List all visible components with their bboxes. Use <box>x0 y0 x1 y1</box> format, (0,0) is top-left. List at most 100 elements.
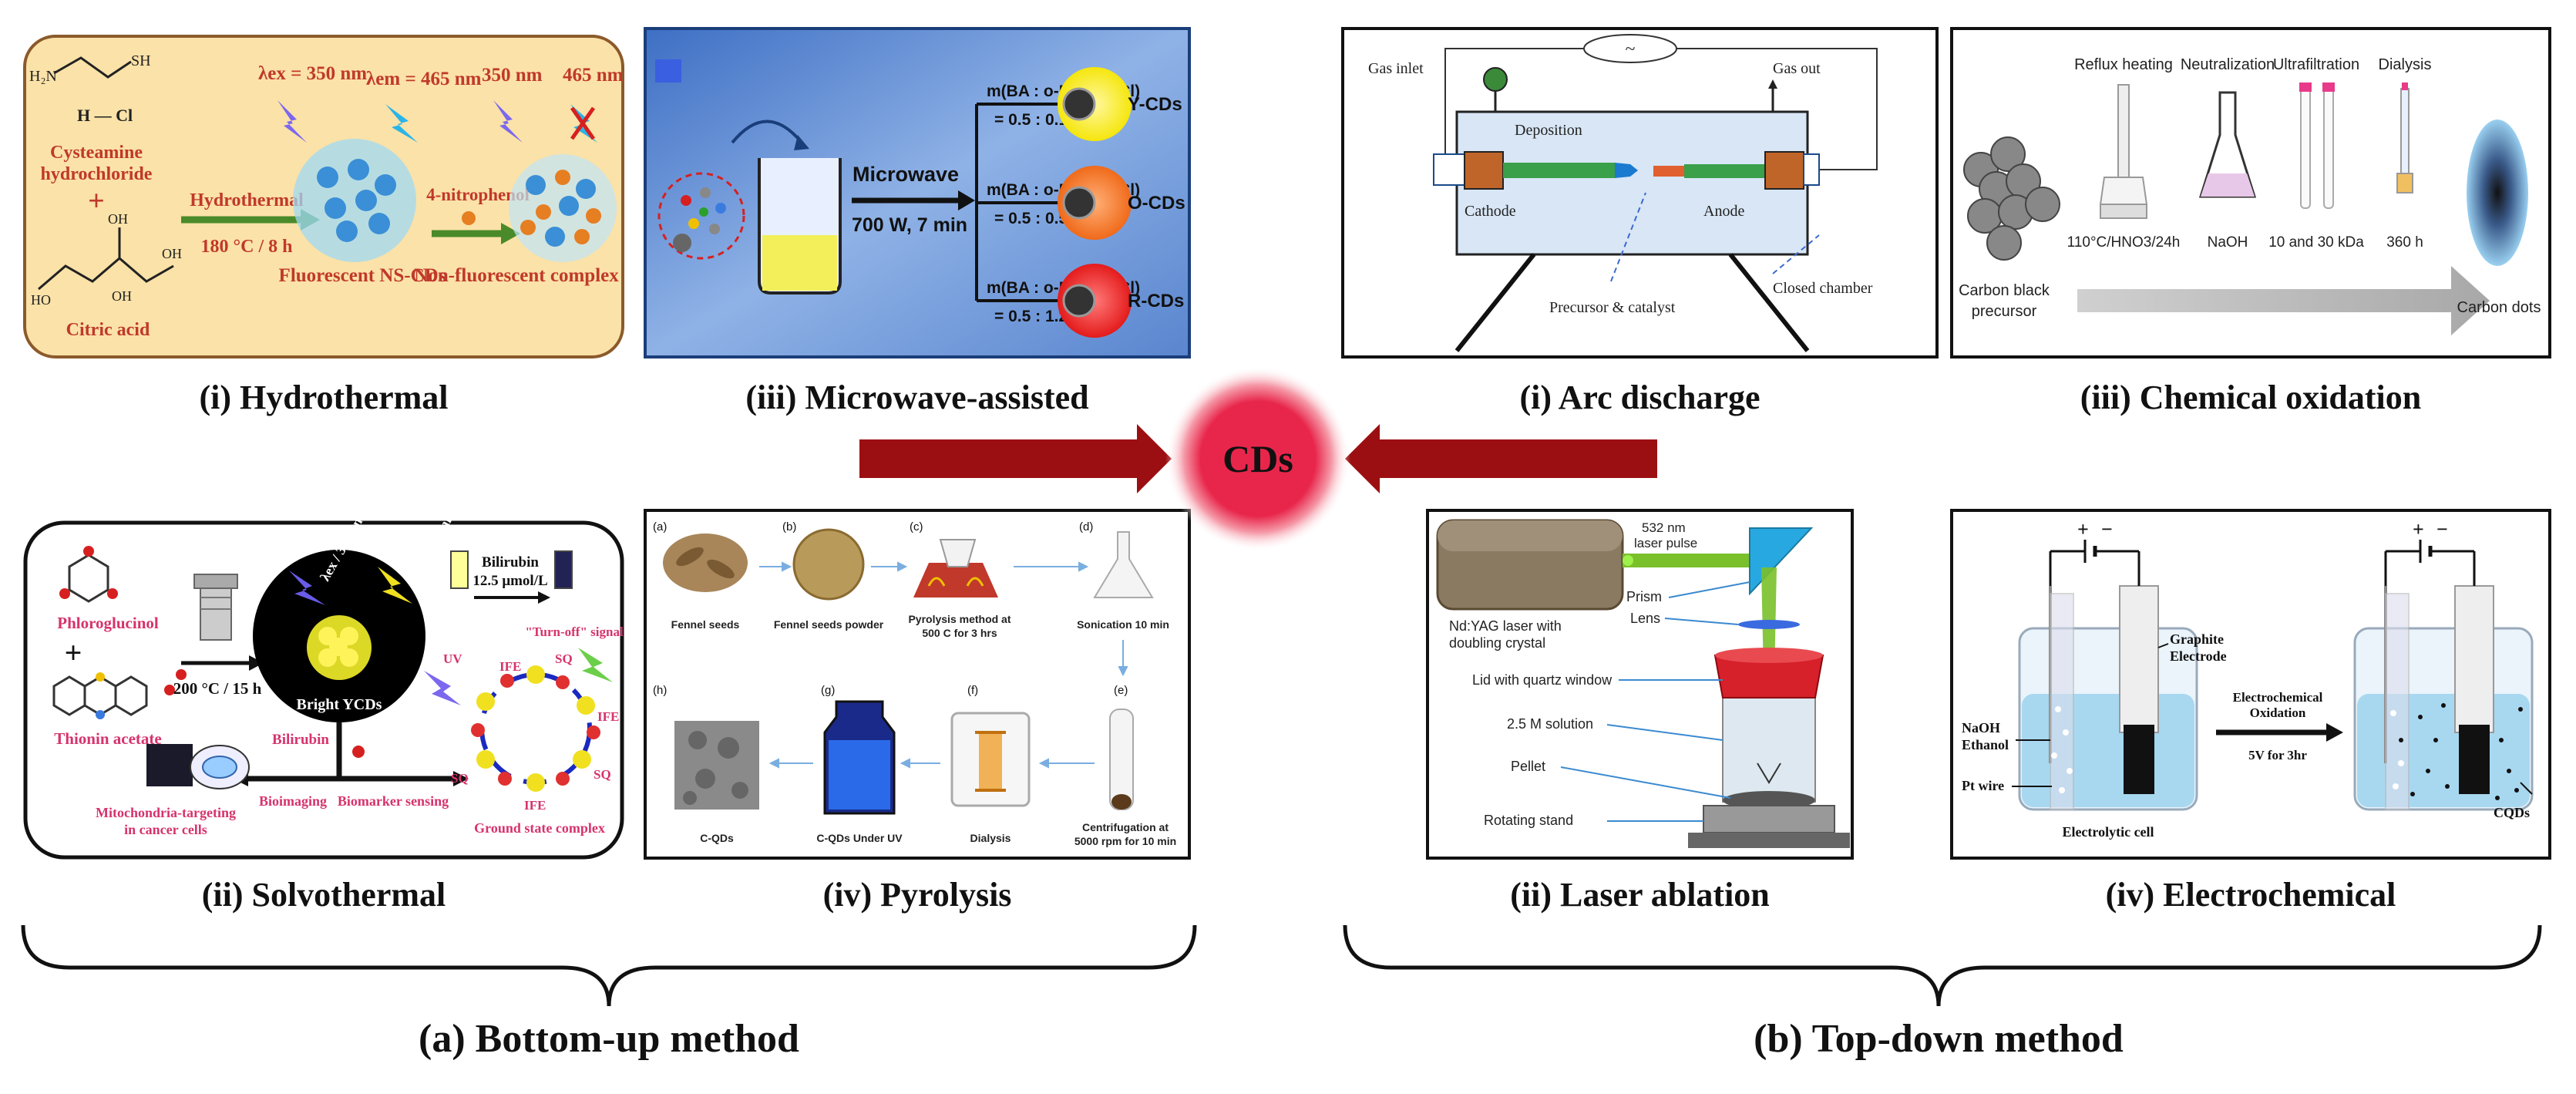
pyrolysis-image <box>913 539 998 597</box>
anode-label: Anode <box>1703 203 1744 220</box>
cqds-label: CQDs <box>2494 805 2530 820</box>
ex2-label: 350 nm <box>482 65 543 86</box>
closed-chamber <box>1455 110 1809 256</box>
dialysis-tube <box>2396 82 2413 194</box>
chemox-panel: Carbon black precursor Reflux heating Ne… <box>1950 27 2551 358</box>
complex-cluster <box>520 170 601 247</box>
neutral-condition: NaOH <box>2208 234 2248 251</box>
solvothermal-caption: (ii) Solvothermal <box>201 876 446 914</box>
chamber-pointer <box>1772 234 1820 274</box>
step-label-2: Oxidation <box>2250 705 2306 720</box>
minus-terminal: − <box>2101 518 2113 540</box>
ultra-condition: 10 and 30 kDa <box>2268 234 2364 251</box>
solution-pointer <box>1606 724 1723 741</box>
pyrolysis-diagram: (a) (b) (c) (d) Fennel seeds Fennel seed… <box>644 509 1191 860</box>
cds-center-label: CDs <box>1222 437 1293 480</box>
pulse-label-1: 532 nm <box>1642 520 1686 535</box>
prism-label: Prism <box>1626 589 1662 604</box>
row2-arrows <box>768 758 1095 769</box>
o-cds-label: O-CDs <box>1128 193 1185 214</box>
pulse-label-2: laser pulse <box>1634 536 1697 550</box>
ultrafiltration-tubes <box>2299 82 2335 209</box>
step-f-tag: (f) <box>967 684 978 697</box>
phloroglucinol-structure <box>68 554 109 603</box>
fennel-powder-image <box>792 528 865 601</box>
hcl-label: H — Cl <box>77 106 133 125</box>
stand-left-leg <box>1454 253 1536 352</box>
reflux-label: Reflux heating <box>2074 56 2173 73</box>
cell-image <box>146 744 193 786</box>
electro-panel: + − Graphite Electrode NaOH Ethanol Pt w… <box>1950 509 2551 860</box>
cysteamine-label: Cysteamine <box>50 143 143 163</box>
ife-label-3: IFE <box>524 798 546 813</box>
step-c-label-1: Pyrolysis method at <box>908 613 1011 625</box>
bilirubin2-label: Bilirubin <box>272 732 329 748</box>
ac-symbol: ~ <box>1626 39 1636 59</box>
turnoff-label: "Turn-off" signal <box>525 624 624 639</box>
stand-label: Rotating stand <box>1484 813 1573 828</box>
step-g-tag: (g) <box>821 684 835 697</box>
corner-square <box>655 59 681 82</box>
ycds-label: Bright YCDs <box>297 696 382 713</box>
laser-diagram: Nd:YAG laser with doubling crystal 532 n… <box>1426 509 1854 860</box>
svg-text:OH: OH <box>162 246 182 261</box>
step-label-3: 5V for 3hr <box>2248 748 2307 762</box>
r-cds-label: R-CDs <box>1128 291 1184 311</box>
left-cell <box>2018 585 2198 811</box>
gas-out-label: Gas out <box>1773 60 1821 77</box>
step-label-1: Electrochemical <box>2233 690 2323 705</box>
graphite-label-1: Graphite <box>2170 631 2224 647</box>
step-c-tag: (c) <box>910 520 923 534</box>
uv-bolt <box>424 671 461 705</box>
top-down-caption: (b) Top-down method <box>1754 1017 2124 1061</box>
step-e-tag: (e) <box>1114 684 1128 697</box>
mito-label-1: Mitochondria-targeting <box>96 805 236 820</box>
em2-label: 465 nm <box>563 65 624 86</box>
ife-label-1: IFE <box>499 659 521 674</box>
ife-label-2: IFE <box>597 709 619 724</box>
complex-label: Non-fluorescent complex <box>414 265 619 286</box>
chemox-diagram: Carbon black precursor Reflux heating Ne… <box>1950 27 2551 358</box>
microwave-power: 700 W, 7 min <box>852 214 967 236</box>
precursor-pointer <box>1610 192 1646 282</box>
turnoff-bolt <box>578 648 613 682</box>
citric-acid-label: Citric acid <box>66 320 150 340</box>
electro-caption: (iv) Electrochemical <box>2105 876 2396 914</box>
sonication-flask <box>1093 531 1154 598</box>
solution-label: 2.5 M solution <box>1507 716 1593 732</box>
top-down-arrow <box>1345 424 1657 493</box>
solvothermal-panel: Phloroglucinol + Thionin acetate 200 °C … <box>23 520 624 860</box>
prism-pointer <box>1668 581 1750 598</box>
svg-text:H₂N: H₂N <box>29 68 57 85</box>
naoh-label-2: Ethanol <box>1962 737 2009 752</box>
chemox-caption: (iii) Chemical oxidation <box>2080 379 2422 416</box>
carbon-black-label-2: precursor <box>1972 303 2037 320</box>
hydrothermal-condition: Hydrothermal <box>190 190 304 210</box>
row1-arrows <box>759 561 1128 677</box>
electro-diagram: + − Graphite Electrode NaOH Ethanol Pt w… <box>1950 509 2551 860</box>
transfer-arrow <box>731 119 803 144</box>
quenched-cross <box>570 106 596 140</box>
laser-label-2: doubling crystal <box>1449 635 1545 651</box>
hydrothermal-panel: H₂N SH H — Cl Cysteamine hydrochloride +… <box>23 35 624 358</box>
solvo-emission-bolt <box>378 567 412 604</box>
uv-label: UV <box>443 651 462 666</box>
laser-panel: Nd:YAG laser with doubling crystal 532 n… <box>1426 509 1854 860</box>
autoclave <box>200 585 232 641</box>
bottom-up-caption: (a) Bottom-up method <box>419 1017 799 1061</box>
carbon-black-cluster <box>1963 136 2060 261</box>
plus-sign: + <box>88 185 105 217</box>
pt-wire-label: Pt wire <box>1962 778 2004 793</box>
thionin-label: Thionin acetate <box>54 729 161 748</box>
carbon-dots-label: Carbon dots <box>2457 299 2541 316</box>
arc-caption: (i) Arc discharge <box>1519 379 1760 416</box>
solution-vessel <box>1722 685 1816 803</box>
center-connector: CDs <box>859 366 1657 551</box>
nitrophenol-dot <box>462 211 476 225</box>
emission-bolt <box>385 104 418 143</box>
step-d-label: Sonication 10 min <box>1077 618 1169 631</box>
arc-spark <box>1615 163 1638 178</box>
ns-cds-cluster <box>317 159 396 242</box>
right-cell <box>2353 585 2534 811</box>
lens-pointer <box>1664 618 1739 625</box>
